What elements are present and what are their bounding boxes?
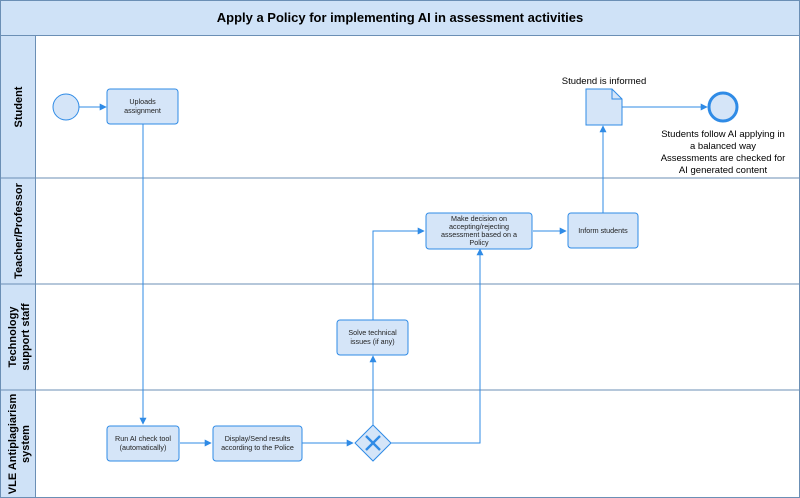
svg-text:issues (if any): issues (if any) (350, 337, 394, 346)
svg-text:assignment: assignment (124, 106, 161, 115)
task-upload-assignment: Uploads assignment (106, 88, 179, 125)
svg-text:Technology: Technology (7, 306, 19, 368)
svg-text:a balanced way: a balanced way (690, 141, 756, 152)
edge-gateway-to-decision (391, 248, 484, 444)
svg-text:Teacher/Professor: Teacher/Professor (13, 182, 25, 279)
svg-text:AI generated content: AI generated content (679, 165, 768, 176)
svg-text:system: system (20, 425, 32, 463)
svg-text:Inform students: Inform students (578, 226, 628, 235)
exclusive-gateway (354, 424, 392, 462)
lane-header-column (0, 35, 36, 498)
task-solve-technical-issues: Solve technical issues (if any) (336, 319, 409, 356)
task-run-ai-check: Run AI check tool (automatically) (106, 425, 180, 462)
task-inform-students: Inform students (567, 212, 639, 249)
svg-text:Policy: Policy (469, 238, 489, 247)
task-display-results: Display/Send results according to the Po… (212, 425, 303, 462)
pool-title-bar (0, 0, 800, 36)
svg-text:VLE Antiplagiarism: VLE Antiplagiarism (7, 394, 19, 495)
svg-text:Run AI check tool: Run AI check tool (115, 434, 171, 443)
svg-text:(automatically): (automatically) (120, 443, 167, 452)
end-event (707, 91, 739, 123)
svg-text:Student: Student (13, 86, 25, 127)
svg-text:accepting/rejecting: accepting/rejecting (449, 222, 509, 231)
lane-label-teacher: Teacher/Professor (13, 182, 25, 279)
svg-text:Solve technical: Solve technical (348, 328, 397, 337)
lane-label-student: Student (13, 86, 25, 127)
svg-text:assessment based on a: assessment based on a (441, 230, 517, 239)
lane-label-tech: Technology support staff (7, 303, 32, 371)
document-icon (585, 88, 623, 126)
svg-text:Display/Send results: Display/Send results (225, 434, 291, 443)
svg-text:support staff: support staff (20, 303, 32, 371)
edge-solve-to-decision (372, 227, 425, 320)
task-make-decision: Make decision on accepting/rejecting ass… (425, 212, 533, 250)
end-event-note: Students follow AI applying in a balance… (661, 129, 786, 176)
start-event (52, 93, 80, 121)
lane-label-vle: VLE Antiplagiarism system (7, 394, 32, 495)
svg-text:Make decision on: Make decision on (451, 214, 507, 223)
svg-text:Uploads: Uploads (129, 97, 156, 106)
document-label: Studend is informed (562, 76, 647, 87)
svg-text:Assessments are checked for: Assessments are checked for (661, 153, 786, 164)
svg-text:Students follow AI applying in: Students follow AI applying in (661, 129, 785, 140)
pool-title: Apply a Policy for implementing AI in as… (217, 10, 584, 25)
svg-text:according to the Police: according to the Police (221, 443, 294, 452)
